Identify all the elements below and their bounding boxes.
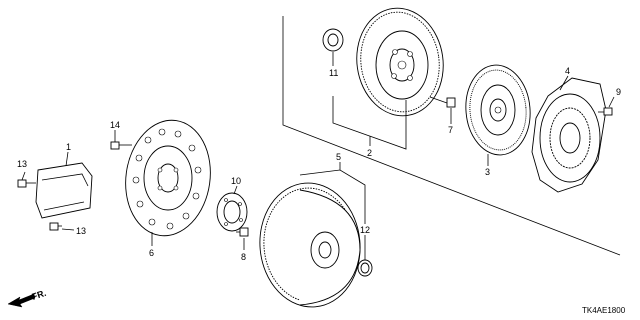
callout-6: 6 [149, 248, 154, 258]
callout-10: 10 [231, 176, 241, 186]
direction-label: FR. [31, 288, 48, 302]
bolt-14 [110, 141, 132, 150]
callout-3: 3 [485, 167, 490, 177]
front-direction-arrow-icon [7, 293, 36, 308]
callout-7: 7 [448, 125, 453, 135]
adapter-plate-10 [216, 192, 248, 232]
callout-8: 8 [241, 252, 246, 262]
leader-lines [21, 52, 615, 260]
pressure-plate-4 [531, 77, 607, 193]
bolt-13-upper [17, 179, 36, 188]
drive-plate-6 [125, 119, 211, 237]
bolt-7 [429, 96, 456, 108]
diagram-code: TK4AE1800 [582, 306, 626, 315]
callout-13-lower: 13 [76, 226, 86, 236]
callout-4: 4 [565, 66, 570, 76]
callout-1: 1 [66, 142, 71, 152]
group-bracket-outline [282, 16, 621, 256]
bolt-9 [598, 107, 613, 116]
bearing-11 [322, 28, 344, 52]
flywheel-2 [356, 7, 444, 117]
callout-9: 9 [616, 87, 621, 97]
o-ring-12 [357, 259, 373, 277]
bolt-8 [236, 227, 249, 237]
callout-5: 5 [336, 152, 341, 162]
bolt-13-lower [49, 222, 62, 231]
torque-converter-5 [259, 182, 361, 308]
callout-2: 2 [367, 148, 372, 158]
callout-11: 11 [329, 68, 338, 78]
bracket-plate-1 [35, 162, 93, 219]
callout-14: 14 [110, 120, 120, 130]
clutch-disc-3 [465, 64, 531, 156]
callout-12: 12 [360, 225, 370, 235]
callout-13-upper: 13 [17, 159, 27, 169]
